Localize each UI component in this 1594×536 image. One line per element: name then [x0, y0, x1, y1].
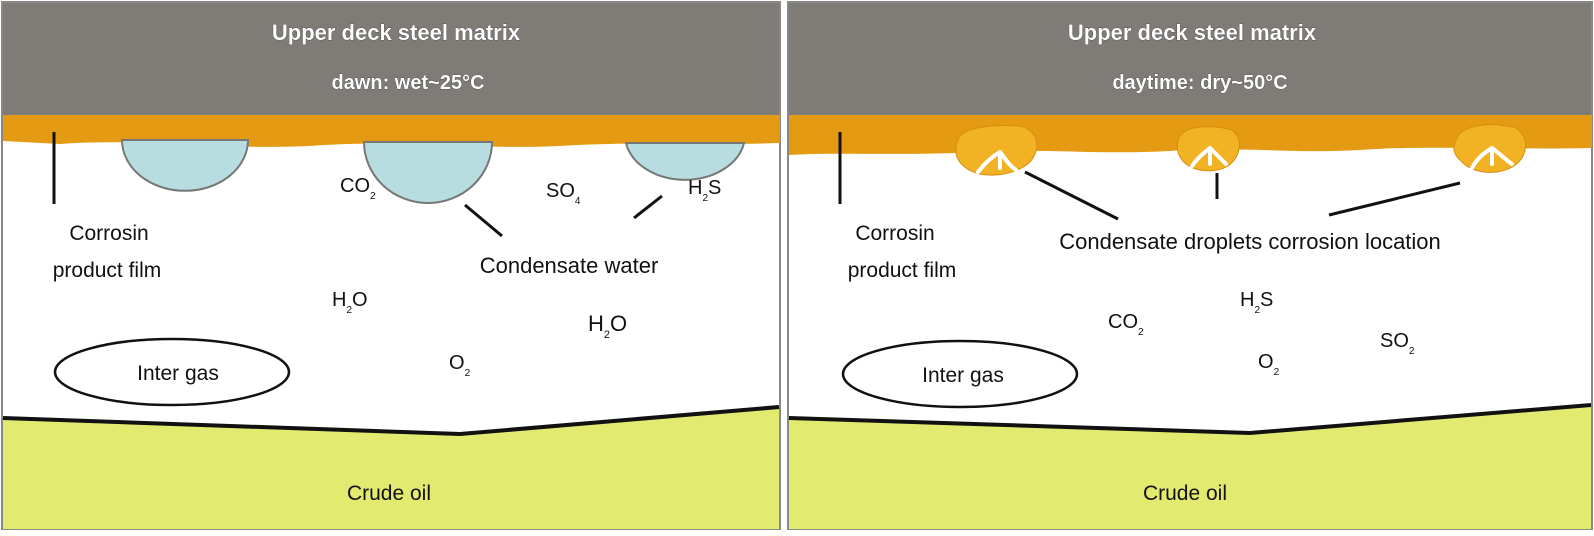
- right-droplet-label: Condensate droplets corrosion location: [1059, 229, 1441, 254]
- left-film-label-line2: product film: [53, 259, 162, 282]
- left-species-h2o: H2O: [332, 289, 368, 316]
- left-water-pointer: [633, 194, 663, 220]
- right-species-co2: CO2: [1108, 311, 1144, 338]
- right-crude-oil: [789, 405, 1591, 529]
- left-species-so4: SO4: [546, 180, 581, 207]
- right-deck-title: Upper deck steel matrix: [1068, 20, 1317, 45]
- left-film-label-line1: Corrosin: [69, 222, 148, 245]
- left-gas-bubble: [53, 337, 291, 407]
- right-species-o2: O2: [1258, 351, 1280, 378]
- left-species-h2s: H2S: [688, 177, 721, 204]
- left-oil-surface: [2, 405, 780, 437]
- right-oil-label: Crude oil: [1143, 482, 1227, 505]
- left-species-h2o: H2O: [588, 311, 627, 341]
- right-corrosion-pit: [955, 125, 1038, 176]
- right-droplet-pointer: [1328, 181, 1461, 217]
- left-oil-label: Crude oil: [347, 482, 431, 505]
- right-gas-label: Inter gas: [922, 364, 1004, 387]
- left-water-label: Condensate water: [480, 253, 659, 278]
- right-species-so2: SO2: [1380, 330, 1415, 357]
- right-oil-surface: [788, 403, 1592, 436]
- right-film-label-line1: Corrosin: [855, 222, 934, 245]
- right-species-h2s: H2S: [1240, 289, 1273, 316]
- left-steel-matrix: [3, 3, 779, 118]
- left-species-co2: CO2: [340, 175, 376, 202]
- right-corrosion-pit: [1453, 124, 1526, 173]
- left-panel: Upper deck steel matrix dawn: wet~25°C C…: [1, 1, 781, 530]
- left-water-droplet: [362, 141, 494, 204]
- left-water-droplet: [120, 139, 250, 192]
- right-panel: Upper deck steel matrix daytime: dry~50°…: [787, 1, 1593, 530]
- left-deck-title: Upper deck steel matrix: [272, 20, 521, 45]
- right-film-label-line2: product film: [848, 259, 957, 282]
- right-steel-matrix: [789, 3, 1591, 118]
- right-droplet-pointer: [1024, 170, 1119, 221]
- left-water-droplet: [624, 142, 746, 181]
- left-gas-label: Inter gas: [137, 362, 219, 385]
- left-corrosion-film: [3, 115, 780, 147]
- left-water-pointer: [464, 203, 503, 238]
- left-condition-label: dawn: wet~25°C: [331, 72, 484, 94]
- right-condition-label: daytime: dry~50°C: [1112, 72, 1287, 94]
- right-gas-bubble: [841, 339, 1079, 409]
- left-species-o2: O2: [449, 352, 471, 379]
- left-crude-oil: [3, 407, 779, 529]
- right-corrosion-pit: [1176, 126, 1240, 172]
